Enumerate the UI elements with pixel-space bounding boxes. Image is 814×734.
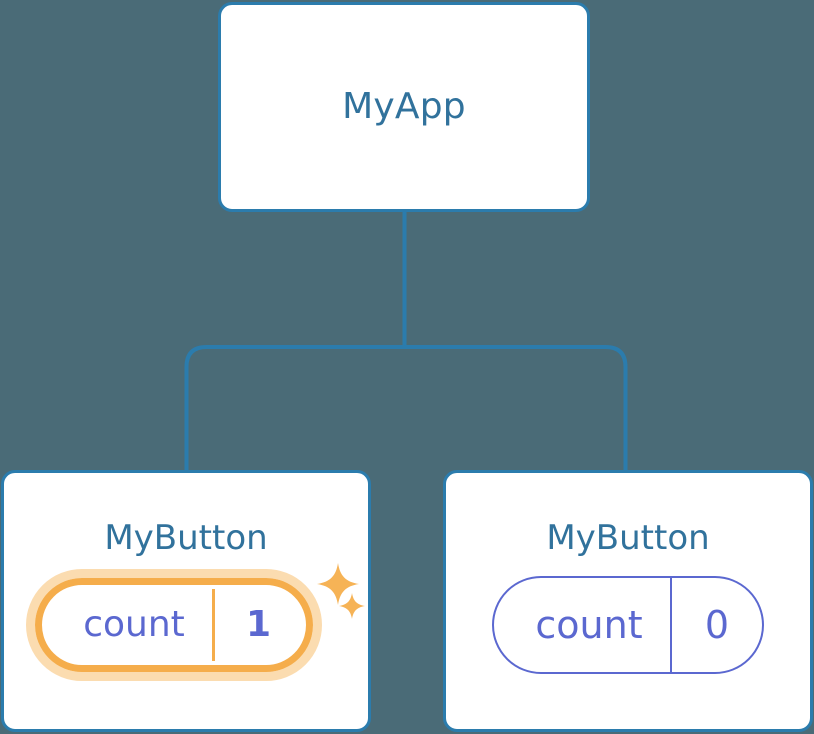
node-myapp-label: MyApp: [342, 86, 466, 127]
node-mybutton-right[interactable]: MyButton count 0: [443, 470, 813, 732]
state-value-label: 1: [212, 589, 302, 661]
state-pill-glow: [26, 569, 322, 681]
state-value-label: 0: [670, 578, 762, 672]
node-mybutton-left-label: MyButton: [104, 518, 268, 558]
edge-to-left-child: [184, 345, 405, 470]
node-mybutton-left[interactable]: MyButton count 1: [1, 470, 371, 732]
node-myapp[interactable]: MyApp: [218, 2, 590, 212]
state-pill-plain[interactable]: count 0: [492, 576, 764, 674]
node-mybutton-right-label: MyButton: [546, 518, 710, 558]
state-key-label: count: [535, 603, 643, 647]
state-pill-highlighted[interactable]: count 1: [26, 569, 322, 681]
state-key-label: count: [83, 604, 185, 645]
edge-to-right-child: [404, 345, 628, 470]
